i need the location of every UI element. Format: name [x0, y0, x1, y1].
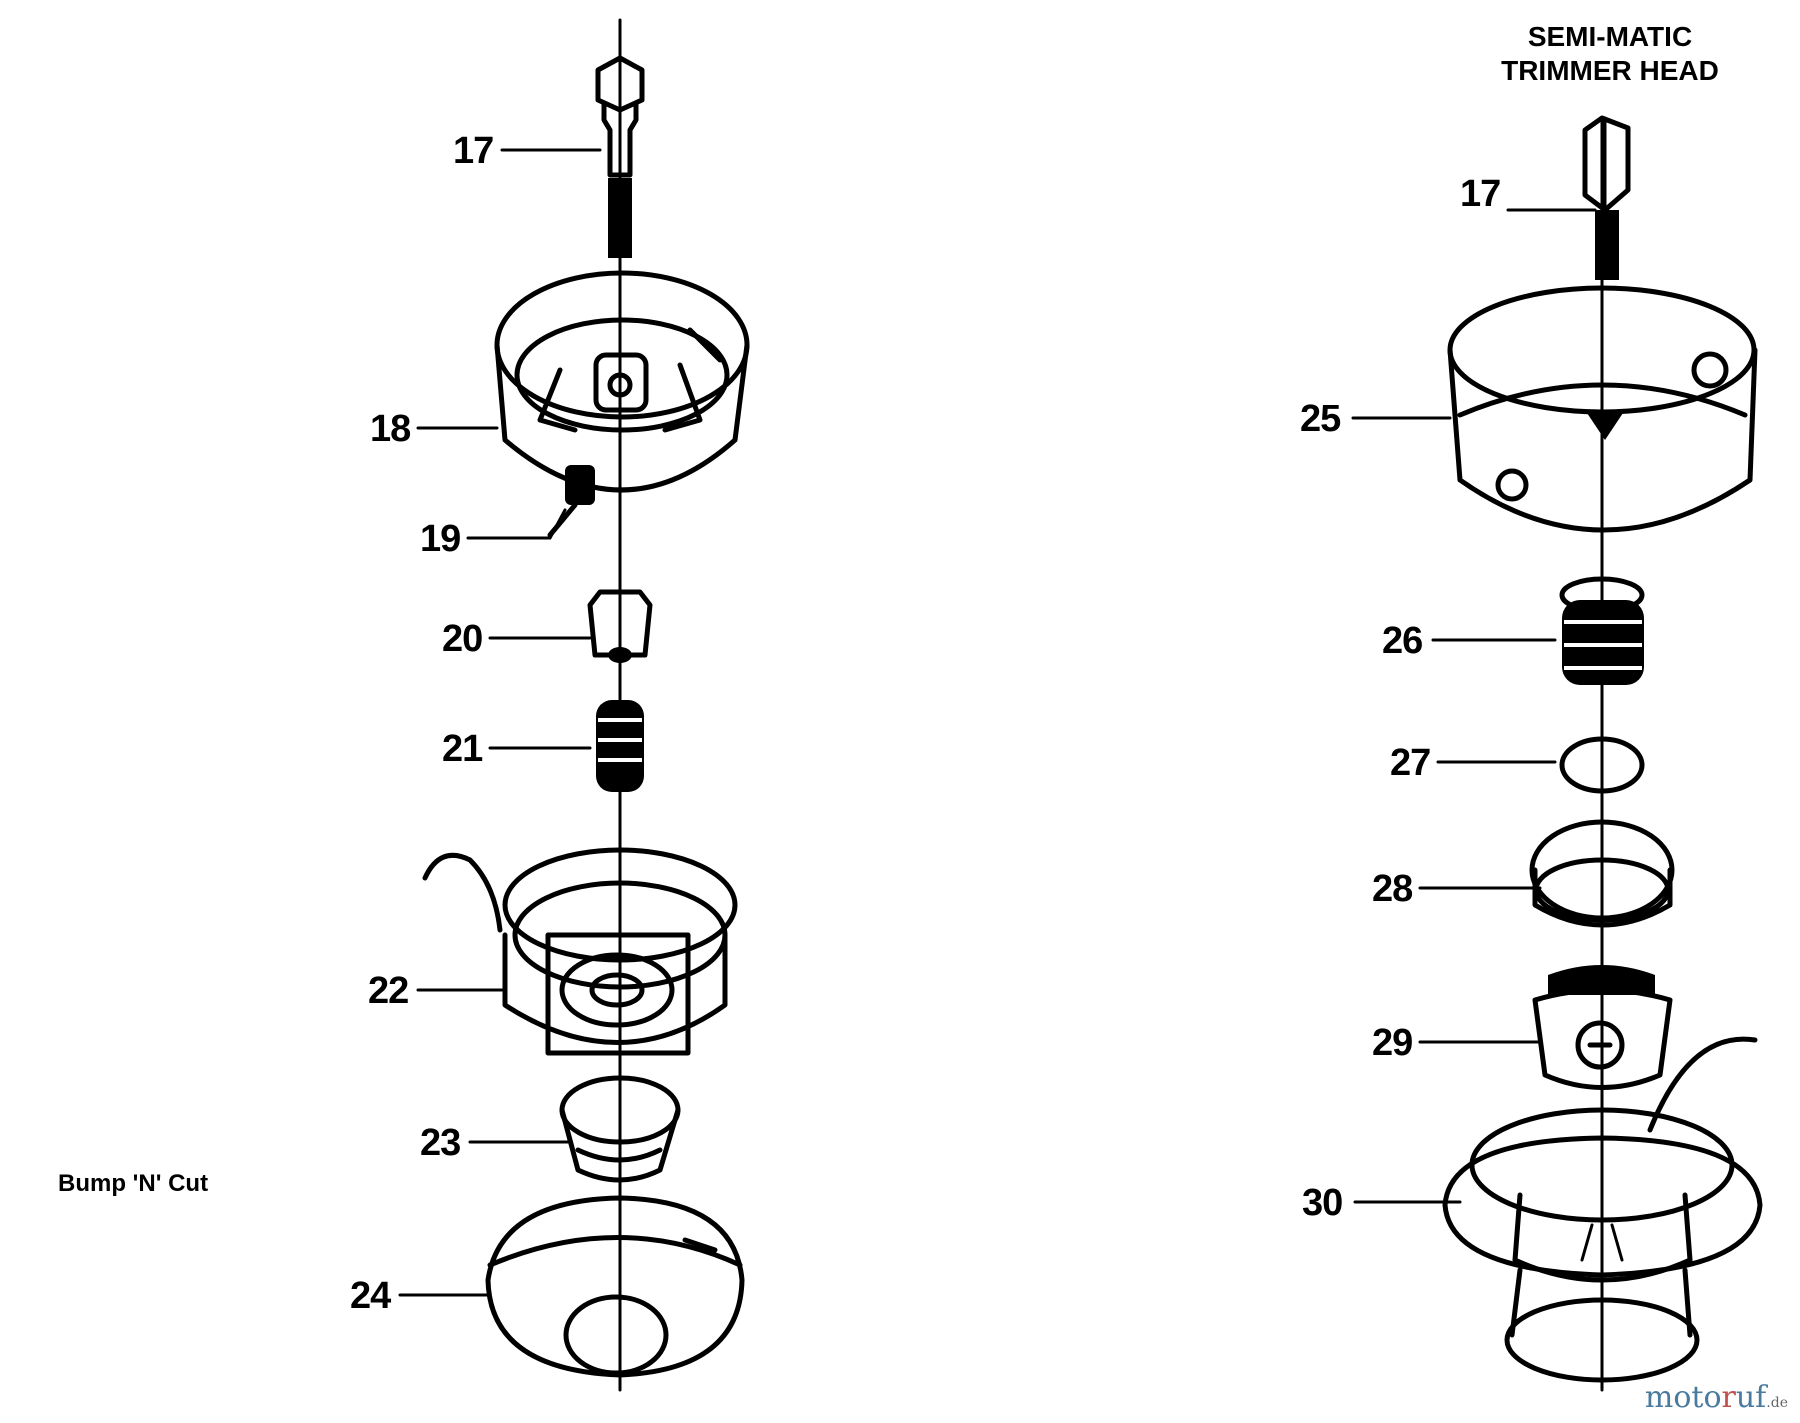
left-assembly	[398, 18, 750, 1392]
right-part-29-hub	[1532, 965, 1673, 1090]
label-left-17: 17	[453, 130, 494, 172]
label-right-30: 30	[1302, 1182, 1343, 1224]
watermark-part-c: uf	[1735, 1380, 1767, 1415]
label-right-28: 28	[1372, 868, 1413, 910]
watermark-part-a: moto	[1644, 1380, 1722, 1415]
label-left-24: 24	[350, 1275, 391, 1317]
left-part-24-cover	[485, 1195, 745, 1378]
left-part-20-nut	[587, 589, 653, 663]
label-right-26: 26	[1382, 620, 1423, 662]
left-part-18-housing	[494, 270, 750, 505]
header-line-1: SEMI-MATIC	[1527, 21, 1693, 52]
watermark-part-b: r	[1721, 1380, 1736, 1415]
label-right-29: 29	[1372, 1022, 1413, 1064]
left-part-17-bolt	[595, 55, 645, 258]
right-part-30-spool	[1442, 1036, 1763, 1383]
left-part-23-cup	[559, 1075, 681, 1183]
label-right-27: 27	[1390, 742, 1431, 784]
label-right-25: 25	[1300, 398, 1341, 440]
label-left-23: 23	[420, 1122, 461, 1164]
right-assembly	[1351, 115, 1763, 1392]
label-right-17: 17	[1460, 173, 1501, 215]
left-part-22-spool	[422, 847, 738, 1056]
label-left-19: 19	[420, 518, 461, 560]
right-part-27-washer	[1559, 736, 1645, 794]
label-left-20: 20	[442, 618, 483, 660]
label-left-18: 18	[370, 408, 411, 450]
left-part-21-spring	[596, 700, 644, 792]
right-part-28-ring	[1529, 819, 1675, 928]
right-part-25-housing	[1447, 285, 1758, 533]
right-part-17-bolt	[1582, 115, 1631, 280]
label-left-22: 22	[368, 970, 409, 1012]
header-line-2: TRIMMER HEAD	[1501, 54, 1719, 86]
right-assembly-header: SEMI-MATIC TRIMMER HEAD	[1490, 20, 1730, 87]
label-left-21: 21	[442, 728, 483, 770]
right-part-26-spring	[1559, 576, 1645, 685]
watermark-logo: motoruf.de	[1645, 1380, 1788, 1415]
watermark-part-d: .de	[1766, 1395, 1788, 1411]
left-assembly-caption: Bump 'N' Cut	[58, 1170, 209, 1197]
leader-left-19	[466, 508, 567, 540]
